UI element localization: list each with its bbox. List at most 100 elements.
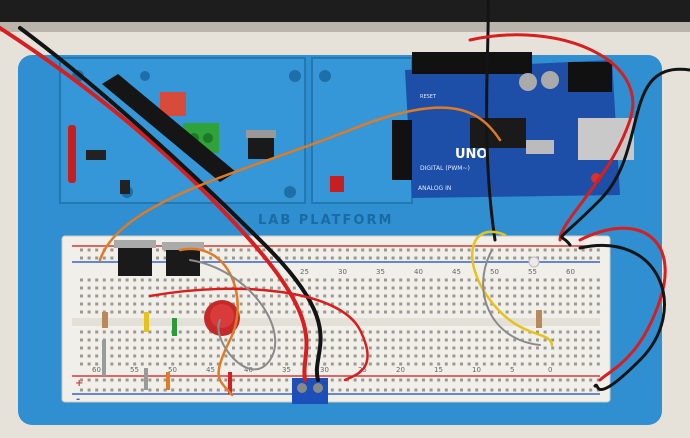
breadboard-hole [346, 302, 349, 306]
breadboard-hole [163, 310, 167, 314]
breadboard-hole [277, 248, 281, 252]
breadboard-hole [171, 354, 175, 358]
breadboard-hole [536, 346, 539, 350]
breadboard-hole [308, 278, 311, 282]
breadboard-hole [95, 248, 99, 252]
breadboard-hole [406, 310, 410, 314]
breadboard-hole [285, 248, 289, 252]
breadboard-hole [558, 346, 562, 350]
breadboard-hole [589, 388, 593, 392]
main-red-wire [0, 26, 309, 382]
breadboard-hole [110, 256, 114, 260]
breadboard-hole [330, 256, 334, 260]
breadboard-hole [551, 248, 555, 252]
breadboard-hole [216, 248, 220, 252]
breadboard-hole [566, 310, 570, 314]
breadboard-hole [460, 388, 463, 392]
breadboard-hole [239, 302, 243, 306]
breadboard-hole [361, 330, 365, 334]
breadboard-hole [429, 302, 433, 306]
breadboard-hole [361, 294, 365, 298]
breadboard-hole [80, 310, 83, 314]
breadboard-hole [399, 388, 403, 392]
breadboard-hole [171, 388, 175, 392]
breadboard-hole [452, 256, 456, 260]
breadboard-hole [444, 378, 448, 382]
breadboard-hole [406, 302, 410, 306]
breadboard-hole [475, 338, 479, 342]
red-cap-left [68, 125, 76, 183]
breadboard-hole [596, 278, 600, 282]
breadboard-hole [216, 346, 220, 350]
breadboard-hole [475, 388, 479, 392]
breadboard-hole [125, 338, 129, 342]
breadboard-hole [490, 388, 494, 392]
breadboard-hole [429, 338, 433, 342]
breadboard-hole [118, 354, 121, 358]
breadboard-hole [346, 388, 349, 392]
breadboard-hole [201, 286, 205, 290]
breadboard-hole [285, 256, 289, 260]
breadboard-hole [581, 286, 585, 290]
breadboard-hole [125, 378, 129, 382]
breadboard-hole [574, 330, 577, 334]
breadboard-hole [460, 302, 463, 306]
breadboard-hole [346, 346, 349, 350]
breadboard-hole [323, 346, 327, 350]
breadboard-hole [475, 310, 479, 314]
red-wire-loop [148, 287, 369, 382]
breadboard-hole [422, 362, 425, 366]
breadboard-hole [323, 338, 327, 342]
breadboard-hole [330, 302, 334, 306]
breadboard-hole [589, 248, 593, 252]
breadboard-hole [308, 248, 311, 252]
breadboard-hole [186, 286, 190, 290]
breadboard-hole [589, 346, 593, 350]
breadboard-hole [201, 294, 205, 298]
breadboard-hole [429, 346, 433, 350]
breadboard-hole [201, 256, 205, 260]
breadboard-hole [391, 330, 395, 334]
breadboard-hole [528, 388, 532, 392]
small-capacitor [120, 180, 130, 194]
breadboard-hole [498, 294, 501, 298]
breadboard-hole [505, 362, 509, 366]
breadboard-hole [498, 362, 501, 366]
svg-text:55: 55 [130, 366, 139, 374]
breadboard-hole [87, 256, 91, 260]
breadboard-hole [140, 302, 144, 306]
breadboard-hole [551, 302, 555, 306]
breadboard-hole [270, 346, 273, 350]
breadboard-hole [323, 310, 327, 314]
breadboard-hole [376, 362, 380, 366]
breadboard-hole [194, 362, 197, 366]
breadboard-hole [102, 256, 106, 260]
breadboard-hole [80, 278, 83, 282]
breadboard-hole [513, 294, 517, 298]
breadboard-hole [171, 286, 175, 290]
breadboard-hole [422, 346, 425, 350]
breadboard-hole [490, 330, 494, 334]
breadboard-hole [460, 278, 463, 282]
breadboard-hole [444, 294, 448, 298]
breadboard-hole [482, 310, 486, 314]
breadboard-hole [505, 310, 509, 314]
breadboard-hole [589, 256, 593, 260]
breadboard-hole [140, 378, 144, 382]
breadboard-hole [581, 278, 585, 282]
breadboard-hole [490, 286, 494, 290]
breadboard-hole [148, 346, 152, 350]
breadboard-hole [574, 248, 577, 252]
breadboard-hole [95, 362, 99, 366]
breadboard-hole [346, 278, 349, 282]
breadboard-hole [558, 354, 562, 358]
breadboard-hole [391, 378, 395, 382]
breadboard-hole [475, 286, 479, 290]
gray-wire-loop [189, 259, 277, 371]
breadboard-hole [368, 338, 372, 342]
breadboard-hole [596, 354, 600, 358]
breadboard-hole [581, 378, 585, 382]
breadboard-hole [482, 338, 486, 342]
breadboard-hole [262, 354, 266, 358]
breadboard-hole [490, 338, 494, 342]
